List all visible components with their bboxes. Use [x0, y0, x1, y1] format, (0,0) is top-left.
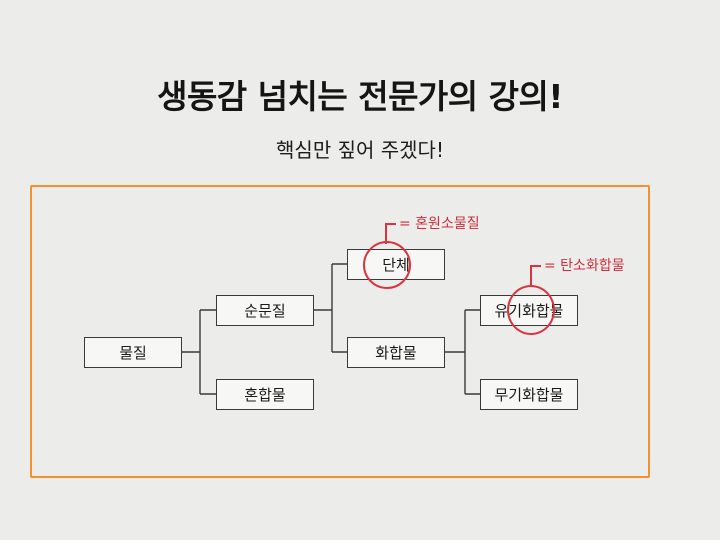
annotation-leader-element: [385, 223, 396, 244]
node-inorganic-compound: 무기화합물: [480, 379, 578, 410]
node-compound: 화합물: [347, 337, 445, 368]
annotation-organic: = 탄소화합물: [544, 258, 625, 274]
connector-pure-substance: [314, 263, 347, 353]
highlight-circle-element: [363, 241, 411, 289]
diagram-frame: [30, 185, 650, 478]
node-mixture: 혼합물: [216, 379, 314, 410]
slide-title: 생동감 넘치는 전문가의 강의!: [157, 77, 563, 116]
connector-substance: [182, 309, 216, 395]
annotation-leader-organic: [530, 265, 541, 286]
connector-compound: [445, 309, 480, 395]
node-pure-substance: 순문질: [216, 295, 314, 326]
slide-subtitle: 핵심만 짚어 주겠다!: [276, 138, 444, 162]
highlight-circle-organic: [507, 285, 555, 335]
annotation-element: = 혼원소물질: [399, 216, 480, 232]
node-substance: 물질: [84, 337, 182, 368]
